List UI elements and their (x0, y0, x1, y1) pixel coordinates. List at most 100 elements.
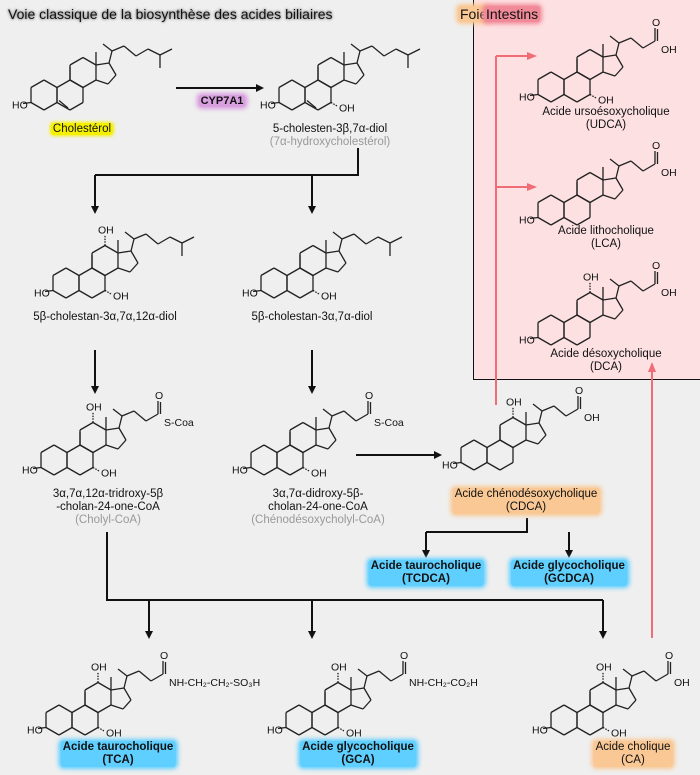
bond (66, 466, 81, 476)
bond (328, 427, 337, 441)
side-chain-terminal: OH (661, 44, 677, 56)
bond (32, 466, 42, 470)
bond (315, 444, 329, 450)
bond (576, 704, 591, 714)
bond (550, 216, 565, 226)
intestine-zone (473, 0, 700, 380)
bond (250, 466, 265, 476)
bond (359, 45, 373, 52)
bond (325, 250, 340, 254)
bond (286, 289, 301, 299)
diagram-title: Voie classique de la biosynthèse des aci… (8, 6, 333, 22)
side-chain-terminal: NH-CH₂-CH₂-SO₃H (169, 677, 260, 689)
bond (82, 79, 97, 89)
bond (108, 50, 113, 64)
side-chain-terminal: S-Coa (164, 417, 194, 429)
bond (312, 244, 327, 254)
bond (529, 336, 539, 340)
bond (52, 267, 67, 277)
hydroxyl-3: HO (34, 288, 50, 300)
bond (630, 280, 644, 292)
bond (285, 726, 300, 736)
bond (69, 79, 84, 89)
bond (58, 704, 73, 714)
bond (311, 704, 326, 714)
bond (91, 244, 106, 254)
bond (332, 231, 343, 240)
bond (357, 668, 368, 677)
hydroxyl-7-bond (589, 93, 598, 100)
bond (486, 461, 501, 471)
bond (355, 413, 369, 422)
bond (95, 62, 110, 66)
bond (538, 410, 543, 424)
bond (337, 681, 352, 691)
hydroxyl-7: OH (611, 728, 627, 740)
bond (576, 93, 591, 103)
hydroxyl-7-bond (337, 726, 346, 733)
bond (299, 289, 314, 299)
bond (84, 704, 99, 714)
bond (53, 444, 68, 454)
carbonyl-oxygen: O (575, 385, 583, 397)
compound-label-dca: Acide désoxycholique (DCA) (550, 348, 662, 373)
bond (58, 726, 73, 736)
bond (22, 101, 32, 105)
bond (123, 687, 132, 701)
hydroxyl-7: OH (101, 468, 117, 480)
carbonyl-oxygen: O (652, 17, 660, 29)
hydroxyl-3: HO (260, 100, 276, 112)
bond (260, 289, 275, 299)
bond (95, 79, 109, 85)
hydroxyl-7: OH (339, 103, 355, 115)
bond (337, 704, 352, 714)
carbonyl-oxygen: O (155, 390, 163, 402)
bond (615, 177, 624, 191)
bond (390, 673, 404, 682)
bond (542, 726, 552, 730)
bond (565, 408, 579, 417)
bond (337, 262, 347, 273)
bond (537, 93, 552, 103)
bond (631, 670, 645, 677)
bond (92, 421, 107, 431)
bond (362, 699, 372, 710)
bond (609, 278, 620, 287)
bond (512, 439, 527, 449)
bond (331, 410, 345, 417)
hydroxyl-3: HO (519, 92, 535, 104)
double-bond (306, 100, 317, 109)
bond (317, 79, 332, 89)
bond (79, 421, 94, 431)
bond (317, 56, 332, 66)
hydroxyl-12: OH (98, 225, 114, 237)
bond (263, 466, 278, 476)
bond (630, 37, 644, 49)
bond (117, 668, 128, 677)
bond (291, 79, 306, 89)
branch-line-cholyl-coa (106, 532, 603, 601)
compound-label-cholesterol: Cholestérol (50, 123, 114, 135)
side-chain-terminal: OH (584, 412, 600, 424)
bond (71, 726, 86, 736)
compound-label-udca: Acide ursoésoxycholique (UDCA) (542, 106, 670, 131)
bond (79, 444, 94, 454)
bond (325, 267, 339, 273)
hydroxyl-7-bond (92, 466, 101, 473)
carbonyl-oxygen: O (652, 140, 660, 152)
bond (486, 439, 501, 449)
hydroxyl-7: OH (113, 291, 129, 303)
bond (312, 267, 327, 277)
bond (615, 54, 624, 68)
bond (541, 405, 555, 412)
bond (150, 673, 164, 682)
bond (614, 309, 624, 320)
bond (330, 79, 345, 89)
bond (299, 267, 314, 277)
side-chain-terminal: OH (661, 167, 677, 179)
bond (615, 42, 620, 56)
bond (97, 704, 112, 714)
side-chain-terminal: OH (674, 677, 690, 689)
